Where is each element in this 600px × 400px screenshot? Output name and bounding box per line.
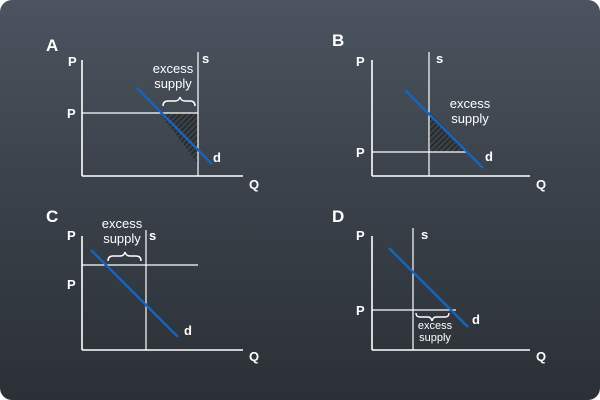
demand-label: d [472,312,480,327]
demand-line [90,249,179,338]
demand-label: d [184,323,192,338]
excess-supply-area [160,113,198,164]
supply-label: s [149,228,157,243]
price-label: P [356,303,365,318]
y-axis-label: P [67,228,76,243]
excess-word: excess [101,216,143,231]
supply-word: supply [451,111,489,126]
price-label: P [67,277,76,292]
x-axis-label: Q [536,177,547,192]
demand-label: d [485,149,493,164]
panel-b-letter: B [332,31,345,50]
x-axis-label: Q [249,177,260,192]
excess-supply-label: excess supply [442,96,498,126]
excess-supply-brace [162,96,196,107]
supply-label: s [421,227,429,242]
demand-line [404,89,484,169]
excess-word: excess [417,320,453,332]
y-axis-label: P [356,228,365,243]
excess-word: excess [152,61,194,76]
excess-supply-label: excess supply [410,320,460,344]
y-axis-label: P [68,54,77,69]
panel-a-letter: A [46,36,59,55]
excess-supply-label: excess supply [94,216,150,246]
supply-word: supply [154,76,192,91]
x-axis-label: Q [536,349,547,364]
excess-supply-brace [415,312,450,322]
demand-line [136,87,213,165]
excess-supply-label: excess supply [145,61,201,91]
demand-label: d [213,150,221,165]
demand-line [388,247,469,328]
x-axis-label: Q [249,349,260,364]
supply-word: supply [103,231,141,246]
y-axis-label: P [356,54,365,69]
panel-d-letter: D [332,207,345,226]
supply-label: s [202,51,210,66]
excess-supply-brace [107,251,142,262]
price-label: P [67,106,76,121]
price-label: P [356,145,365,160]
supply-label: s [436,51,444,66]
supply-word: supply [419,332,451,344]
excess-word: excess [449,96,491,111]
panel-c-letter: C [46,207,59,226]
